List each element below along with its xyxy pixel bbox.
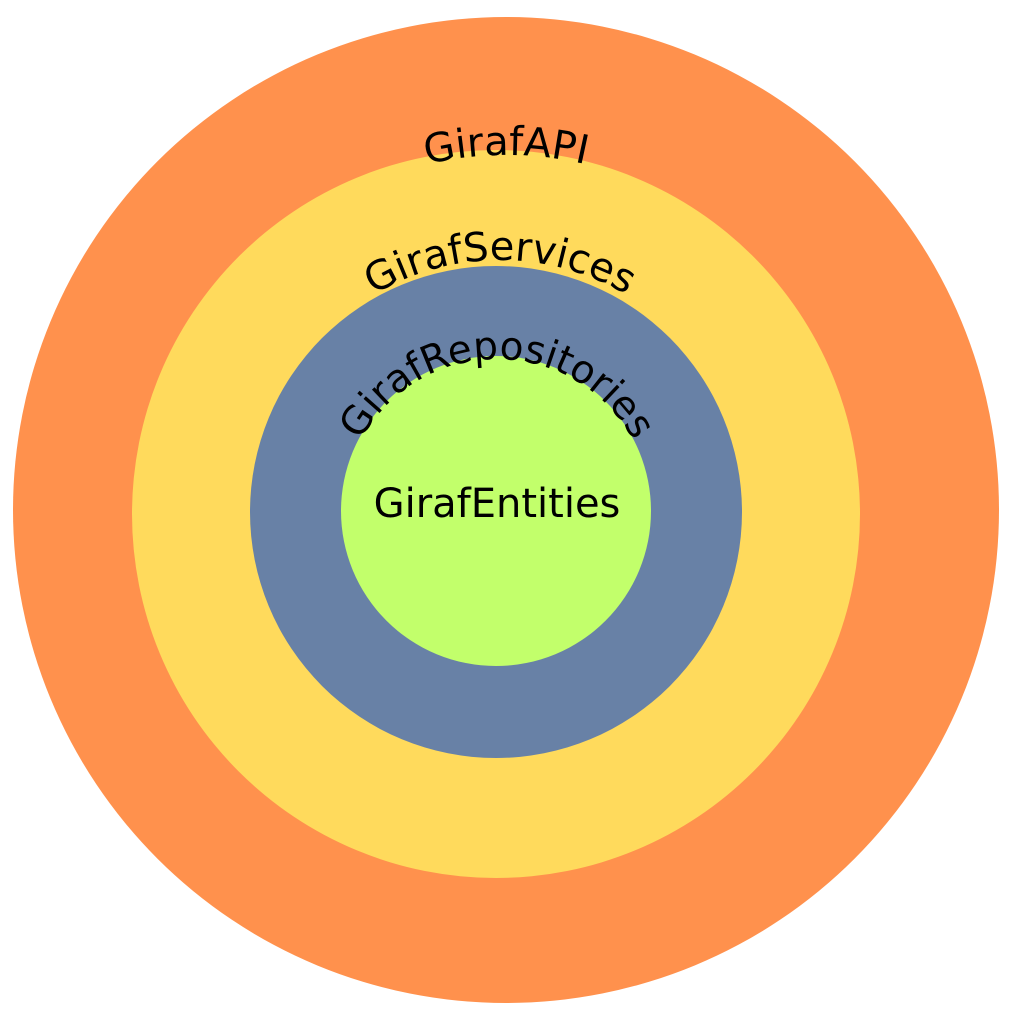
layer-circle-entities bbox=[341, 356, 651, 666]
layer-label-api: GirafAPI bbox=[420, 119, 593, 174]
layer-label-entities: GirafEntities bbox=[374, 481, 621, 527]
